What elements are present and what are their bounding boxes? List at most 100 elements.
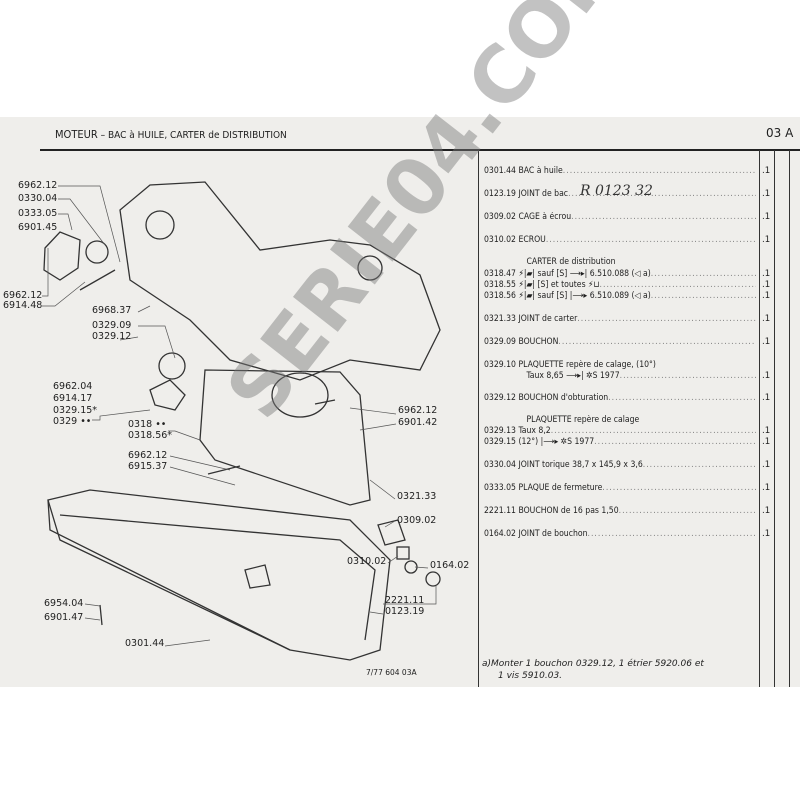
table-border — [759, 150, 760, 687]
part-ref: 0329.10 — [484, 360, 516, 370]
diagram-label: 6901.47 — [44, 612, 84, 623]
diagram-label: 6962.12 — [18, 180, 58, 191]
diagram-label: 0329.15* — [53, 405, 98, 416]
part-quantity: .1 — [762, 460, 771, 470]
part-description: BOUCHON d'obturation — [518, 393, 609, 403]
part-description: ⚡|▰| sauf [S] ⟶▸| 6.510.088 (◁ a) — [518, 269, 651, 279]
table-border — [774, 150, 775, 687]
diagram-label: 0310.02 — [347, 556, 387, 567]
part-row: 0329.10 PLAQUETTE repère de calage, (10°… — [484, 360, 756, 370]
diagram-label: 0330.04 — [18, 193, 58, 204]
diagram-label: 0333.05 — [18, 208, 58, 219]
part-quantity: .1 — [762, 314, 771, 324]
part-quantity: .1 — [762, 291, 771, 301]
diagram-label: 0321.33 — [397, 491, 437, 502]
diagram-label: 6962.12 — [128, 450, 168, 461]
diagram-label: 6962.12 — [3, 290, 43, 301]
part-quantity: .1 — [762, 337, 771, 347]
part-row: Taux 8,65 ⟶▸| ✲S 1977...................… — [526, 371, 756, 381]
part-description: JOINT de carter — [518, 314, 578, 324]
part-row: 0301.44 BAC à huile.....................… — [484, 166, 756, 176]
diagram-label: 0318 •• — [128, 419, 167, 430]
part-ref: 0301.44 — [484, 166, 516, 176]
diagram-reference: 7/77 604 03A — [366, 668, 417, 677]
part-quantity: .1 — [762, 280, 771, 290]
part-quantity: .1 — [762, 235, 771, 245]
footnote: 1 vis 5910.03. — [498, 671, 563, 681]
part-description: JOINT torique 38,7 x 145,9 x 3,6 — [518, 460, 643, 470]
page-number: 03 A — [766, 126, 794, 140]
part-ref: 0329.13 — [484, 426, 516, 436]
part-ref: 0330.04 — [484, 460, 516, 470]
part-description: JOINT de bac — [518, 189, 569, 199]
diagram-label: 2221.11 — [385, 595, 425, 606]
part-ref: 0321.33 — [484, 314, 516, 324]
part-quantity: .1 — [762, 371, 771, 381]
part-row: 0309.02 CAGE à écrou....................… — [484, 212, 756, 222]
part-row: 0318.56 ⚡|▰| sauf [S] |⟶▸ 6.510.089 (◁ a… — [484, 291, 756, 301]
part-description: Taux 8,65 ⟶▸| ✲S 1977 — [526, 371, 620, 381]
part-quantity: .1 — [762, 529, 771, 539]
part-row: 0164.02 JOINT de bouchon................… — [484, 529, 756, 539]
part-quantity: .1 — [762, 269, 771, 279]
diagram-label: 6954.04 — [44, 598, 84, 609]
handwritten-note: R 0123 32 — [580, 183, 653, 199]
part-quantity: .1 — [762, 506, 771, 516]
part-description: BOUCHON de 16 pas 1,50 — [518, 506, 619, 516]
diagram-label: 0329.09 — [92, 320, 132, 331]
part-quantity: .1 — [762, 212, 771, 222]
part-row: 0329.09 BOUCHON.........................… — [484, 337, 756, 347]
part-description: CARTER de distribution — [526, 257, 616, 267]
diagram-label: 6901.45 — [18, 222, 58, 233]
diagram-label: 6968.37 — [92, 305, 132, 316]
part-quantity: .1 — [762, 483, 771, 493]
part-row: 0329.13 Taux 8,2........................… — [484, 426, 756, 436]
part-ref: 0318.56 — [484, 291, 516, 301]
part-row: 0318.55 ⚡|▰| [S] et toutes ⚡⊔...........… — [484, 280, 756, 290]
part-ref: 0164.02 — [484, 529, 516, 539]
part-quantity: .1 — [762, 189, 771, 199]
part-row: 0318.47 ⚡|▰| sauf [S] ⟶▸| 6.510.088 (◁ a… — [484, 269, 756, 279]
part-description: ⚡|▰| sauf [S] |⟶▸ 6.510.089 (◁ a) — [518, 291, 651, 301]
part-description: PLAQUETTE repère de calage — [526, 415, 640, 425]
part-ref: 0318.55 — [484, 280, 516, 290]
diagram-label: 6914.48 — [3, 300, 43, 311]
part-ref: 0318.47 — [484, 269, 516, 279]
scanned-sheet — [0, 117, 800, 687]
part-description: BOUCHON — [518, 337, 559, 347]
part-quantity: .1 — [762, 426, 771, 436]
part-description: ECROU — [518, 235, 546, 245]
part-row: 0330.04 JOINT torique 38,7 x 145,9 x 3,6… — [484, 460, 756, 470]
part-description: PLAQUE de fermeture — [518, 483, 603, 493]
diagram-label: 6962.04 — [53, 381, 93, 392]
part-description: Taux 8,2 — [518, 426, 551, 436]
diagram-label: 0164.02 — [430, 560, 470, 571]
diagram-label: 6901.42 — [398, 417, 438, 428]
diagram-label: 0309.02 — [397, 515, 437, 526]
diagram-label: 6962.12 — [398, 405, 438, 416]
part-row: 0329.15 (12°) |⟶▸ ✲S 1977...............… — [484, 437, 756, 447]
part-ref: 2221.11 — [484, 506, 516, 516]
part-description: BAC à huile — [518, 166, 563, 176]
part-row: 2221.11 BOUCHON de 16 pas 1,50..........… — [484, 506, 756, 516]
part-row: CARTER de distribution — [484, 257, 756, 267]
part-row: 0123.19 JOINT de bac....................… — [484, 189, 756, 199]
part-quantity: .1 — [762, 393, 771, 403]
part-row: 0333.05 PLAQUE de fermeture.............… — [484, 483, 756, 493]
part-quantity: .1 — [762, 437, 771, 447]
header-rule — [40, 149, 800, 151]
diagram-label: 0329.12 — [92, 331, 132, 342]
part-ref: 0333.05 — [484, 483, 516, 493]
part-row: PLAQUETTE repère de calage — [484, 415, 756, 425]
table-border — [478, 150, 479, 687]
part-row: 0329.12 BOUCHON d'obturation............… — [484, 393, 756, 403]
diagram-label: 6914.17 — [53, 393, 93, 404]
part-description: PLAQUETTE repère de calage, (10°) — [518, 360, 656, 370]
diagram-label: 0329 •• — [53, 416, 92, 427]
diagram-label: 0318.56* — [128, 430, 173, 441]
part-description: CAGE à écrou — [518, 212, 572, 222]
part-ref: 0310.02 — [484, 235, 516, 245]
part-quantity: .1 — [762, 166, 771, 176]
